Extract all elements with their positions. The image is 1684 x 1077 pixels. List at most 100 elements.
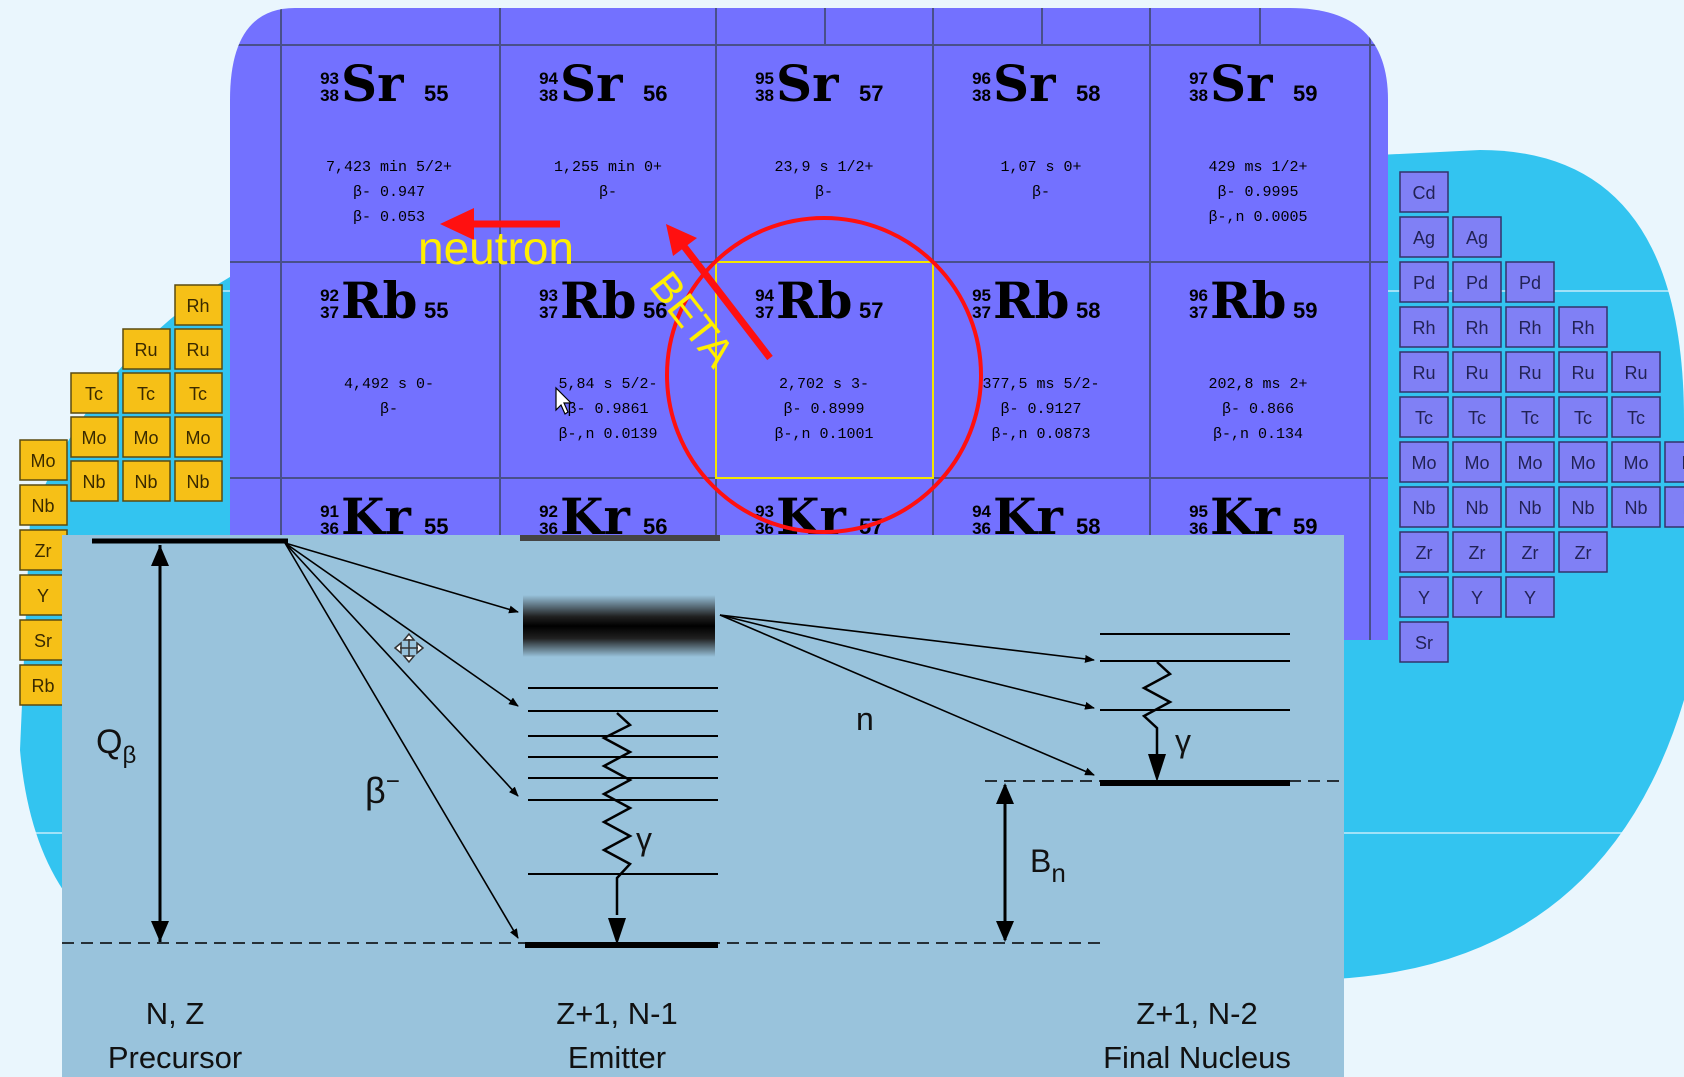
isotope-n: 56 (643, 298, 667, 323)
element-cell-rh: Rh (1452, 306, 1502, 348)
element-symbol: Tc (1468, 408, 1486, 428)
emitter-nz-label: Z+1, N-1 (556, 996, 677, 1031)
element-symbol: Mo (81, 428, 106, 448)
emitter-gamma-zigzag (601, 712, 633, 915)
element-cell-ru: Ru (174, 328, 223, 370)
element-symbol: Nb (31, 496, 54, 516)
isotope-symbol: Rb (993, 271, 1070, 330)
element-symbol: M (1682, 453, 1684, 473)
element-cell-nb: Nb (1452, 486, 1502, 528)
decay-info-line: β- 0.8999 (783, 401, 864, 418)
element-symbol: Nb (1518, 498, 1541, 518)
element-symbol: Tc (1627, 408, 1645, 428)
emitter-continuum-band (523, 595, 715, 657)
element-symbol: Nb (1465, 498, 1488, 518)
element-cell-tc: Tc (1611, 396, 1661, 438)
isotope-z: 37 (539, 303, 558, 322)
isotope-mass: 93 (539, 286, 558, 305)
element-cell-rh: Rh (174, 284, 223, 326)
element-symbol: Ru (1412, 363, 1435, 383)
element-symbol: Mo (30, 451, 55, 471)
isotope-symbol: Rb (341, 271, 418, 330)
final-nz-label: Z+1, N-2 (1136, 996, 1257, 1031)
isotope-symbol: Rb (776, 271, 853, 330)
element-symbol: Nb (186, 472, 209, 492)
decay-info-line: β- 0.866 (1222, 401, 1294, 418)
isotope-z: 38 (539, 86, 558, 105)
element-symbol: Rb (31, 676, 54, 696)
element-cell-rb: Rb (19, 664, 68, 706)
isotope-n: 55 (424, 514, 448, 539)
element-symbol: Tc (1521, 408, 1539, 428)
element-symbol: Ag (1413, 228, 1435, 248)
element-symbol: Nb (82, 472, 105, 492)
element-symbol: Zr (1469, 543, 1486, 563)
decay-info-line: 429 ms 1/2+ (1208, 159, 1307, 176)
element-cell-ag: Ag (1452, 216, 1502, 258)
element-symbol: Mo (133, 428, 158, 448)
element-symbol: Nb (1571, 498, 1594, 518)
decay-info-line: β-,n 0.0873 (991, 426, 1090, 443)
element-symbol: Tc (85, 384, 103, 404)
emitter-caption: Emitter (568, 1040, 666, 1075)
q-beta-label: Qβ (96, 723, 136, 769)
decay-info-line: β- (815, 184, 833, 201)
element-symbol: Mo (1623, 453, 1648, 473)
decay-info-line: β-,n 0.134 (1213, 426, 1303, 443)
neutron-arrow (719, 614, 1095, 710)
isotope-mass: 94 (539, 69, 558, 88)
element-symbol: Rh (1412, 318, 1435, 338)
element-cell-rh: Rh (1399, 306, 1449, 348)
isotope-z: 36 (320, 519, 339, 538)
element-symbol: Ru (1571, 363, 1594, 383)
isotope-n: 58 (1076, 81, 1100, 106)
decay-info-line: 5,84 s 5/2- (558, 376, 657, 393)
move-cursor-icon (393, 632, 425, 664)
element-cell-nb: Nb (1399, 486, 1449, 528)
element-symbol: Nb (134, 472, 157, 492)
element-cell-mo: Mo (1505, 441, 1555, 483)
isotope-n: 59 (1293, 514, 1317, 539)
decay-info-line: 2,702 s 3- (779, 376, 869, 393)
element-symbol: Sr (1415, 633, 1433, 653)
isotope-n: 57 (859, 298, 883, 323)
bn-arrowhead-up (996, 783, 1014, 804)
element-symbol: Rh (1571, 318, 1594, 338)
element-symbol: Ru (1624, 363, 1647, 383)
element-symbol: N (1683, 498, 1684, 518)
beta-arrow (284, 542, 519, 614)
final-gamma-arrowhead (1148, 754, 1166, 782)
beta-arrow (284, 542, 519, 939)
element-cell-zr: Zr (1558, 531, 1608, 573)
isotope-symbol: Sr (560, 54, 623, 113)
isotope-z: 37 (755, 303, 774, 322)
element-cell-mo: Mo (1558, 441, 1608, 483)
element-cell-mo: Mo (174, 416, 223, 458)
decay-info-line: β- 0.9861 (567, 401, 648, 418)
mouse-pointer-icon (555, 386, 573, 415)
element-symbol: Cd (1412, 183, 1435, 203)
element-cell-mo: Mo (1399, 441, 1449, 483)
isotope-symbol: Rb (1210, 271, 1287, 330)
element-cell-mo: Mo (122, 416, 171, 458)
highlight-circle (665, 216, 983, 534)
final-gamma-label: γ (1175, 723, 1191, 759)
element-symbol: Mo (1517, 453, 1542, 473)
decay-info-line: β- (380, 401, 398, 418)
precursor-caption: Precursor (108, 1040, 242, 1075)
decay-info-line: β- 0.947 (353, 184, 425, 201)
element-cell-mo: Mo (1611, 441, 1661, 483)
element-cell-mo: Mo (70, 416, 119, 458)
